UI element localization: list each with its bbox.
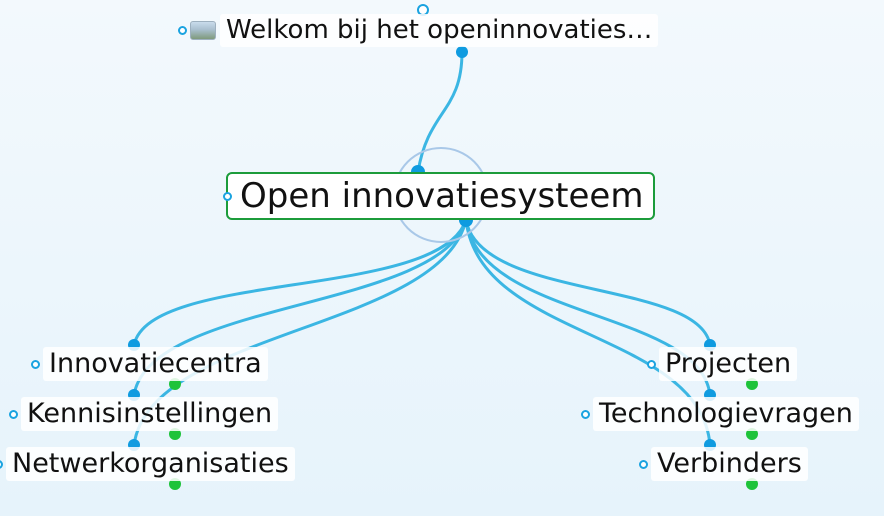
topic-verbinders-label: Verbinders: [651, 447, 808, 482]
ring-icon[interactable]: [0, 459, 3, 469]
ring-icon[interactable]: [647, 359, 656, 369]
topic-technologievragen-label: Technologievragen: [593, 397, 859, 432]
topic-innovatiecentra-label: Innovatiecentra: [43, 347, 268, 382]
link-top: [416, 51, 464, 173]
link-projecten: [464, 219, 712, 346]
topic-innovatiecentra[interactable]: Innovatiecentra: [31, 347, 268, 382]
topic-welkom[interactable]: Welkom bij het openinnovaties…: [178, 14, 659, 48]
central-topic[interactable]: Open innovatiesysteem: [223, 172, 656, 220]
topic-netwerkorganisaties[interactable]: Netwerkorganisaties: [0, 447, 295, 482]
handle-top-bottom[interactable]: [456, 46, 468, 58]
topic-projecten[interactable]: Projecten: [647, 347, 798, 382]
ring-icon[interactable]: [581, 409, 590, 419]
topic-kennisinstellingen[interactable]: Kennisinstellingen: [9, 397, 279, 432]
link-innovatiecentra: [132, 219, 468, 346]
ring-icon[interactable]: [639, 459, 648, 469]
topic-welkom-label: Welkom bij het openinnovaties…: [220, 14, 659, 48]
topic-kennisinstellingen-label: Kennisinstellingen: [21, 397, 279, 432]
image-thumbnail-icon: [190, 21, 216, 41]
ring-icon[interactable]: [31, 359, 40, 369]
topic-technologievragen[interactable]: Technologievragen: [581, 397, 859, 432]
topic-netwerkorganisaties-label: Netwerkorganisaties: [6, 447, 295, 482]
ring-icon[interactable]: [178, 26, 187, 36]
topic-projecten-label: Projecten: [659, 347, 798, 382]
topic-verbinders[interactable]: Verbinders: [639, 447, 808, 482]
central-topic-label: Open innovatiesysteem: [226, 172, 656, 220]
ring-icon[interactable]: [223, 191, 232, 201]
ring-icon[interactable]: [9, 409, 18, 419]
